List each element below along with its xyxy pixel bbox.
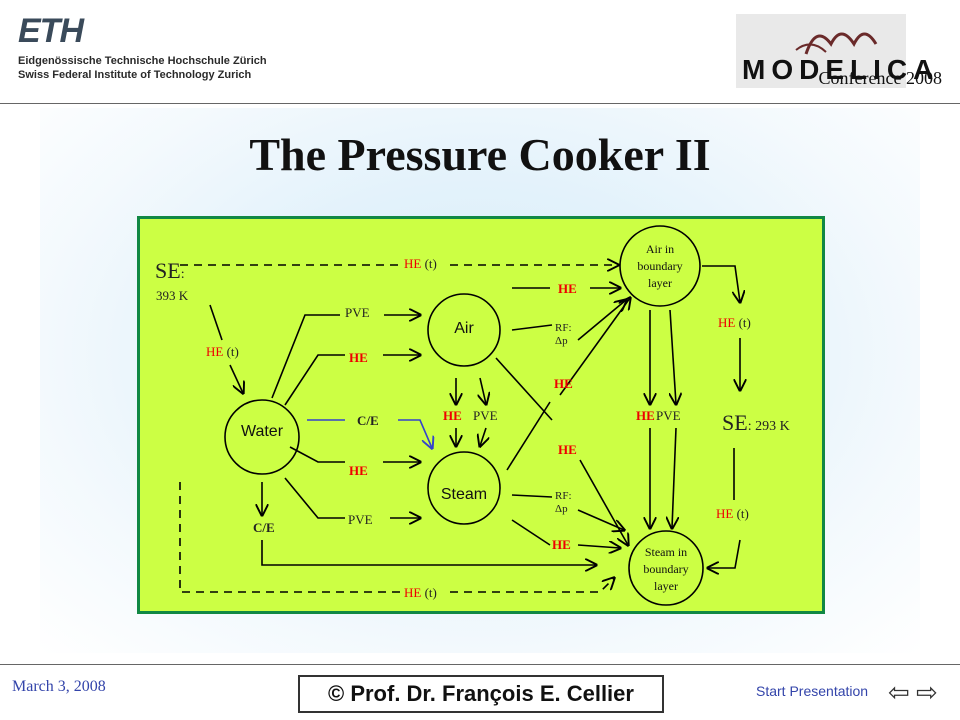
eth-line-english: Swiss Federal Institute of Technology Zu…: [18, 69, 252, 81]
footer-author: © Prof. Dr. François E. Cellier: [298, 675, 664, 713]
pve-top: PVE: [345, 305, 370, 320]
air-label: Air: [454, 320, 474, 337]
he-air-steamboundary: HE: [558, 442, 577, 457]
water-node: [224, 399, 300, 475]
he-air-boundary: HE: [558, 281, 577, 296]
rf-steam: RF:Δp: [555, 490, 572, 515]
nav-forward-icon[interactable]: ⇨: [916, 678, 938, 707]
eth-logo-text: ETH: [18, 12, 84, 50]
water-label: Water: [240, 423, 284, 440]
se-right-label: SE: 293 K: [722, 410, 790, 435]
se-left-label: SE:: [155, 258, 185, 283]
steam-node: [427, 451, 501, 525]
start-presentation-link[interactable]: Start Presentation: [756, 683, 869, 699]
conference-label: Conference 2008: [818, 68, 942, 88]
he-air-steam: HE: [443, 408, 462, 423]
steam-label: Steam: [440, 486, 488, 503]
pve-boundary: PVE: [656, 408, 681, 423]
header-divider: [0, 103, 960, 104]
steam-boundary-node: [628, 530, 704, 606]
footer-date: March 3, 2008: [12, 678, 106, 695]
rf-air: RF:Δp: [555, 322, 572, 347]
he-t-top: HE (t): [404, 256, 437, 271]
he-water-steam: HE: [349, 463, 368, 478]
air-node: [427, 293, 501, 367]
he-boundary: HE: [636, 408, 655, 423]
modelica-logo: MODELICA: [736, 14, 933, 88]
air-boundary-node: [619, 225, 701, 307]
pve-bottom: PVE: [348, 512, 373, 527]
he-steam-airboundary: HE: [554, 376, 573, 391]
he-t-right-bottom: HE (t): [716, 506, 749, 521]
he-steam-boundary: HE: [552, 537, 571, 552]
ce-water-steam: C/E: [357, 413, 379, 428]
page-title: The Pressure Cooker II: [249, 129, 711, 180]
ce-water-down: C/E: [253, 520, 275, 535]
se-left-value: 393 K: [156, 288, 189, 303]
footer-divider: [0, 664, 960, 665]
he-t-left: HE (t): [206, 344, 239, 359]
pve-air-steam: PVE: [473, 408, 498, 423]
modelica-word: MODELICA: [742, 54, 940, 85]
he-t-bottom: HE (t): [404, 585, 437, 600]
eth-logo: ETH Eidgenössische Technische Hochschule…: [18, 14, 267, 82]
nav-back-icon[interactable]: ⇦: [888, 678, 910, 707]
he-water-air: HE: [349, 350, 368, 365]
he-t-right-top: HE (t): [718, 315, 751, 330]
eth-line-german: Eidgenössische Technische Hochschule Zür…: [18, 55, 267, 67]
modelica-swirl-icon: [795, 32, 878, 55]
